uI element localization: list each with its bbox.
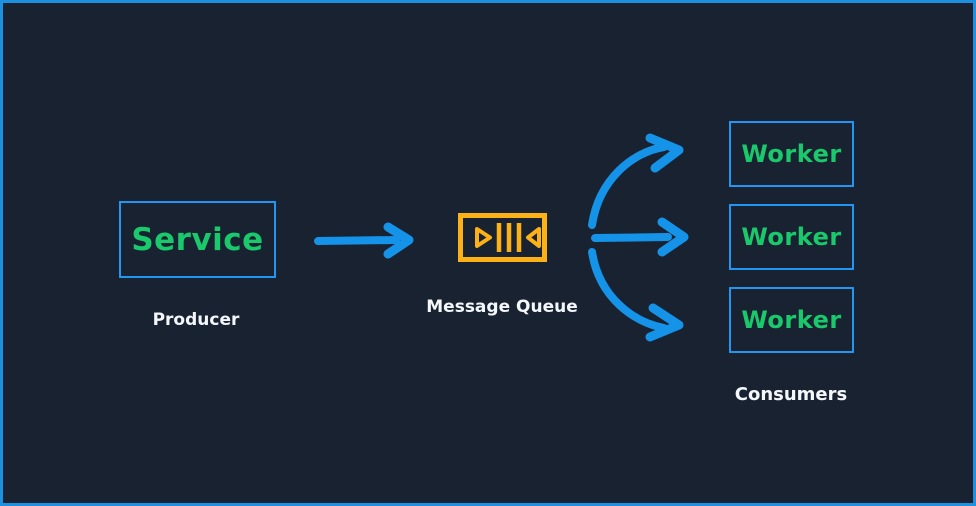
message-queue-icon[interactable] bbox=[458, 213, 547, 262]
message-queue-caption: Message Queue bbox=[426, 297, 578, 317]
producer-service-box[interactable]: Service bbox=[119, 201, 276, 278]
worker-box-2[interactable]: Worker bbox=[729, 204, 854, 270]
worker-box-3[interactable]: Worker bbox=[729, 287, 854, 353]
producer-service-label: Service bbox=[131, 221, 264, 258]
worker-label-1: Worker bbox=[741, 140, 842, 168]
worker-label-3: Worker bbox=[741, 306, 842, 334]
arrow-service-to-queue bbox=[314, 222, 414, 259]
worker-label-2: Worker bbox=[741, 223, 842, 251]
consumers-caption: Consumers bbox=[734, 384, 848, 405]
producer-caption: Producer bbox=[152, 310, 240, 330]
worker-box-1[interactable]: Worker bbox=[729, 121, 854, 187]
arrow-queue-to-worker-1 bbox=[588, 133, 684, 229]
arrow-queue-to-worker-2 bbox=[591, 217, 689, 257]
arrow-queue-to-worker-3 bbox=[588, 248, 684, 342]
